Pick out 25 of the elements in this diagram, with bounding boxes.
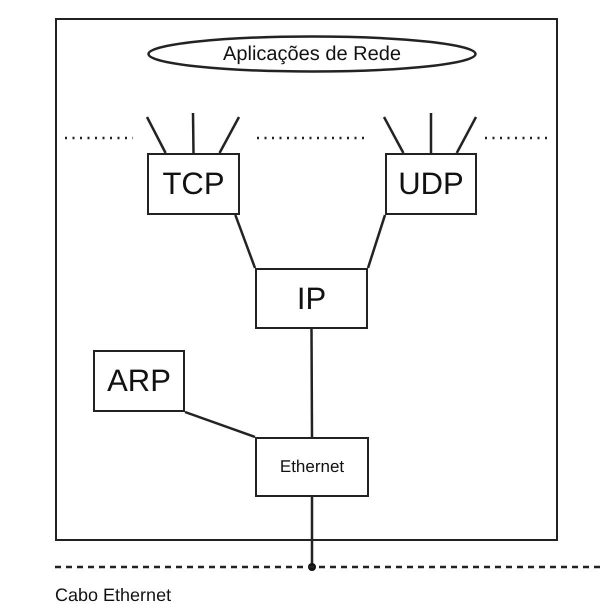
connector-line [366, 214, 386, 268]
stub-line [382, 116, 404, 154]
host-box [55, 18, 558, 541]
stub-line [456, 116, 478, 154]
connector-line [308, 497, 316, 571]
node-label: TCP [162, 166, 224, 202]
connector-line [310, 329, 314, 437]
node-label: Aplicações de Rede [223, 42, 401, 66]
node-label: ARP [107, 363, 171, 399]
node-label: UDP [398, 166, 464, 202]
process-box [147, 153, 240, 215]
process-box [385, 153, 477, 215]
process-box [93, 350, 185, 412]
ellipse-node [147, 35, 477, 73]
stub-line [192, 112, 195, 154]
node-label: IP [296, 280, 326, 316]
node-label: Ethernet [280, 457, 344, 477]
connector-line [184, 410, 256, 438]
stub-line [146, 116, 167, 154]
cable-label: Cabo Ethernet [55, 585, 172, 606]
process-box [255, 268, 368, 329]
process-box [255, 437, 369, 497]
stub-line [430, 113, 432, 153]
stub-line [218, 116, 240, 154]
connector-line [234, 214, 256, 268]
